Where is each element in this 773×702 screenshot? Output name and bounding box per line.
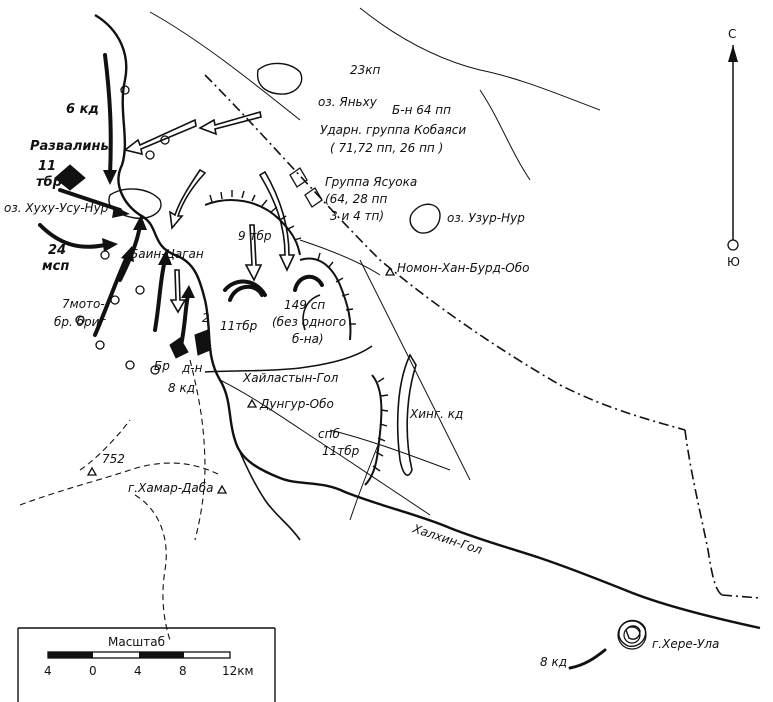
label-kobayasi-1: Ударн. группа Кобаяси: [320, 123, 466, 137]
khere-ula-hill: [617, 620, 647, 650]
halhin-gol-river: [94, 13, 761, 630]
label-tbr11-2: 11тбр: [220, 319, 258, 333]
label-kd8-a: 8 кд: [168, 381, 195, 395]
label-tbr9: 9 тбр: [238, 229, 272, 243]
label-bain-tsagan: Баин-Цаган: [130, 247, 204, 261]
scale-title: Масштаб: [108, 635, 165, 649]
scale-tick-4: 12км: [222, 664, 254, 678]
label-sp149-a: 149 сп: [284, 298, 325, 312]
label-kd8-b: 8 кд: [540, 655, 567, 669]
label-dn: д-н: [181, 361, 203, 375]
label-br: Бр: [154, 359, 170, 373]
label-here-ula: г.Хере-Ула: [652, 637, 719, 651]
label-moto7-b: бр. бриг: [54, 315, 106, 329]
south-label: Ю: [727, 255, 740, 269]
label-kp23: 23кп: [350, 63, 381, 77]
unit-circles: [75, 85, 170, 375]
label-lake-yanhu: оз. Яньху: [318, 95, 378, 109]
scale-tick-1: 0: [89, 664, 97, 678]
label-num2: 2: [202, 311, 210, 325]
height-markers: [86, 266, 396, 494]
label-yasuoka-3: 3 и 4 тп): [330, 209, 384, 223]
label-hamar-daba: г.Хамар-Даба: [128, 481, 214, 495]
scale-bar: Масштаб 4 0 4 8 12км: [17, 627, 276, 702]
label-lake-huhu: оз. Хуху-Усу-Нур: [4, 201, 109, 215]
label-ruins: Развалины: [30, 139, 112, 154]
japanese-arrows: [123, 110, 417, 476]
label-yasuoka-1: Группа Ясуока: [325, 175, 417, 189]
label-lake-uzur: оз. Узур-Нур: [447, 211, 525, 225]
label-tbr11-b: тбр: [36, 175, 62, 190]
label-hailastyn: Хайластын-Гол: [242, 371, 339, 385]
state-border: [204, 74, 761, 599]
label-dungur: Дунгур-Обо: [259, 397, 334, 411]
label-msp24-a: 24: [48, 243, 66, 258]
yasuoka-flags: [289, 167, 323, 208]
map-labels: 23кп оз. Яньху Б-н 64 пп Ударн. группа К…: [4, 63, 719, 669]
label-nomon: Номон-Хан-Бурд-Обо: [397, 261, 529, 275]
label-sp149-b: (без одного: [272, 315, 346, 329]
label-spb-2: 11тбр: [322, 444, 360, 458]
label-moto7-a: 7мото-: [62, 297, 105, 311]
label-kd6: 6 кд: [66, 102, 99, 117]
label-spb-1: спб: [318, 427, 340, 441]
scale-tick-2: 4: [134, 664, 142, 678]
label-tbr11-a: 11: [38, 159, 56, 174]
hailastyn-river: [204, 345, 373, 373]
north-arrow: С Ю: [727, 27, 740, 269]
tracks: [19, 359, 221, 641]
scale-tick-0: 4: [44, 664, 52, 678]
label-h752: 752: [102, 452, 125, 466]
roads: [149, 7, 601, 521]
label-bn64: Б-н 64 пп: [392, 103, 451, 117]
label-hing: Хинг. кд: [409, 407, 463, 421]
label-kobayasi-2: ( 71,72 пп, 26 пп ): [330, 141, 443, 155]
label-msp24-b: мсп: [42, 259, 69, 274]
front-barbs: [209, 190, 389, 472]
north-label: С: [728, 27, 736, 41]
tank-manoeuvre-marks: [228, 274, 324, 302]
label-yasuoka-2: (64, 28 пп: [325, 192, 388, 206]
soviet-arrowheads: [102, 170, 195, 298]
scale-tick-3: 8: [179, 664, 187, 678]
label-sp149-c: б-на): [292, 332, 324, 346]
unit-flags: [54, 164, 211, 359]
arrow-8kd-south: [568, 648, 607, 670]
